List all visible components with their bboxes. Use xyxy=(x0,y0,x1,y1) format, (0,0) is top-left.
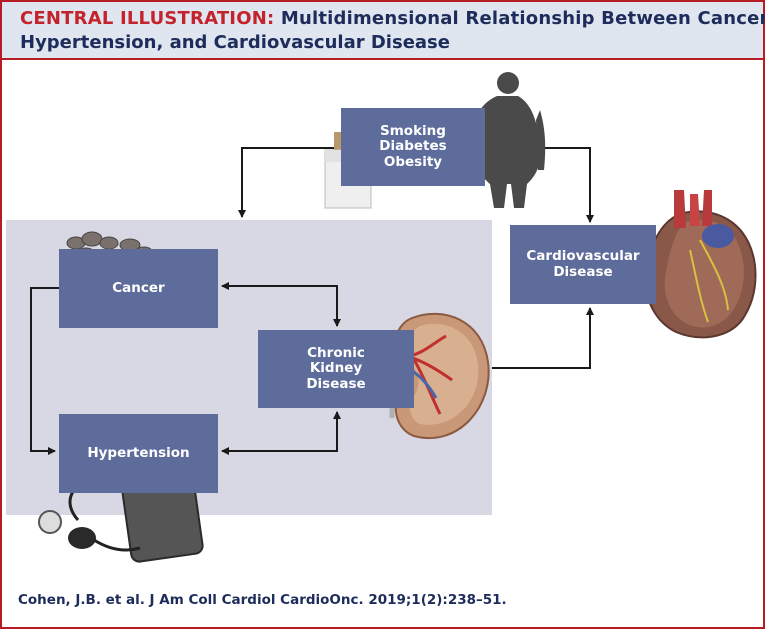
cardiovascular-disease-box: Cardiovascular Disease xyxy=(510,225,656,304)
cvd-label-line1: Cardiovascular xyxy=(526,247,640,264)
arrow-cancer-ckd xyxy=(221,282,341,327)
hypertension-box: Hypertension xyxy=(59,414,218,493)
arrow-hypertension-ckd xyxy=(221,411,341,455)
header-divider xyxy=(2,58,763,60)
ckd-box: Chronic Kidney Disease xyxy=(258,330,414,408)
cvd-label-line2: Disease xyxy=(553,263,613,280)
ckd-label-line3: Disease xyxy=(306,375,366,392)
kidney-icon xyxy=(372,313,490,439)
risk-factor-diabetes: Diabetes xyxy=(379,138,447,155)
ckd-label-line1: Chronic xyxy=(307,344,365,361)
risk-factor-obesity: Obesity xyxy=(383,153,443,170)
illustration-label: CENTRAL ILLUSTRATION: xyxy=(20,8,275,29)
arrow-risk-to-panel xyxy=(238,147,341,218)
heart-icon xyxy=(644,190,757,339)
cancer-box: Cancer xyxy=(59,249,218,328)
cancer-label: Cancer xyxy=(112,279,165,296)
risk-factor-smoking: Smoking xyxy=(380,122,446,139)
citation: Cohen, J.B. et al. J Am Coll Cardiol Car… xyxy=(18,592,507,608)
title-part-2: Hypertension, and Cardiovascular Disease xyxy=(20,32,450,53)
header: CENTRAL ILLUSTRATION: Multidimensional R… xyxy=(2,2,765,58)
arrow-cancer-to-hypertension xyxy=(30,287,59,455)
risk-factors-box: Smoking Diabetes Obesity xyxy=(341,108,485,186)
arrow-ckd-to-cvd xyxy=(492,307,594,369)
ckd-label-line2: Kidney xyxy=(309,360,363,377)
title-part-1: Multidimensional Relationship Between Ca… xyxy=(280,8,765,29)
hypertension-label: Hypertension xyxy=(87,444,190,461)
header-line-1: CENTRAL ILLUSTRATION: Multidimensional R… xyxy=(20,8,765,29)
